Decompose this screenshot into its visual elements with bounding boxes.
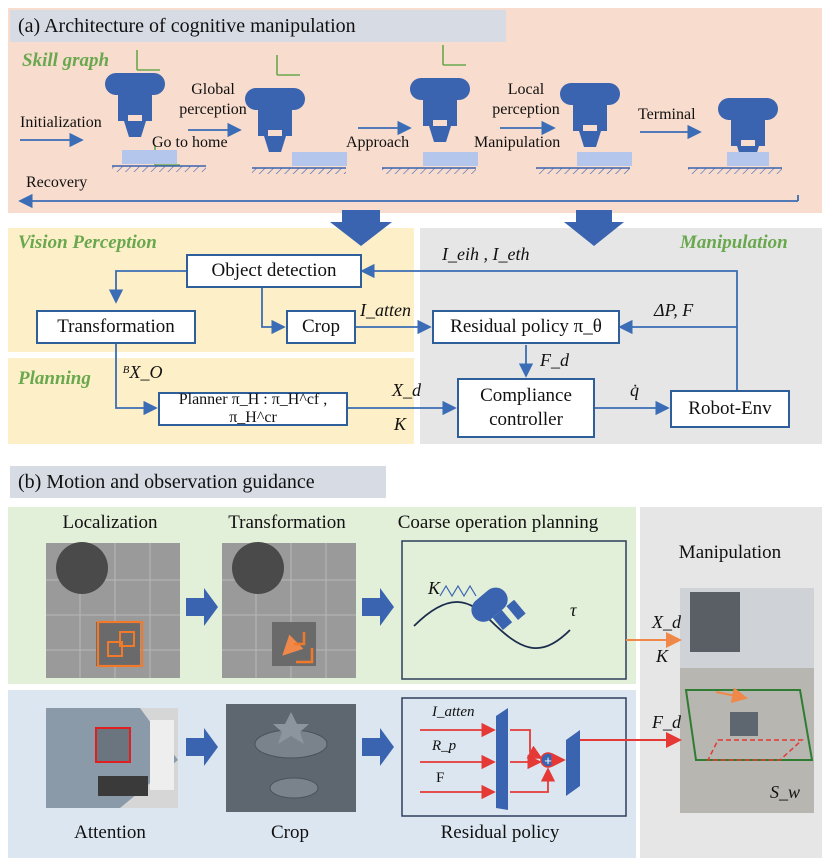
crop-box: Crop bbox=[286, 310, 356, 344]
label-local-perception: Local perception bbox=[492, 81, 560, 118]
vision-perception-title: Vision Perception bbox=[18, 232, 157, 253]
section-b-title: (b) Motion and observation guidance bbox=[10, 466, 386, 498]
label-global-perception: Global perception bbox=[179, 81, 247, 118]
label-initialization: Initialization bbox=[20, 114, 102, 131]
label-manipulation-step: Manipulation bbox=[474, 134, 561, 151]
i-eih-eth-label: I_eih , I_eth bbox=[442, 244, 530, 264]
k-input-label: K bbox=[656, 646, 669, 666]
skill-graph-title: Skill graph bbox=[22, 50, 110, 71]
i-atten-input-label: I_atten bbox=[432, 704, 475, 720]
xd-input-label: X_d bbox=[652, 612, 681, 632]
manipulation-image bbox=[680, 588, 814, 813]
blue-arrow-2 bbox=[362, 588, 394, 626]
attention-image bbox=[46, 708, 178, 808]
transformation-box: Transformation bbox=[36, 310, 196, 344]
xd-label: X_d bbox=[392, 380, 421, 400]
label-approach: Approach bbox=[346, 134, 410, 151]
bxo-label: ᴮX_O bbox=[122, 362, 163, 382]
fd-input-label: F_d bbox=[652, 712, 681, 732]
blue-arrow-1 bbox=[186, 588, 218, 626]
qdot-label: q̇ bbox=[630, 380, 639, 400]
caption-coarse-planning: Coarse operation planning bbox=[397, 512, 599, 533]
rp-input-label: R_p bbox=[432, 738, 457, 754]
crop-image bbox=[226, 704, 356, 812]
residual-policy-diagram: + bbox=[401, 697, 627, 817]
localization-image bbox=[46, 542, 180, 678]
manipulation-title: Manipulation bbox=[680, 232, 788, 253]
caption-crop: Crop bbox=[271, 822, 309, 843]
residual-policy-box: Residual policy π_θ bbox=[432, 310, 620, 344]
svg-text:+: + bbox=[544, 753, 552, 768]
transformation-image bbox=[222, 542, 356, 678]
caption-transformation: Transformation bbox=[228, 512, 346, 533]
label-terminal: Terminal bbox=[638, 106, 696, 123]
robot-env-box: Robot-Env bbox=[670, 390, 790, 428]
sw-label: S_w bbox=[770, 782, 801, 802]
tau-label: τ bbox=[570, 600, 577, 620]
k-spring-label: K bbox=[428, 578, 441, 598]
i-atten-label: I_atten bbox=[360, 300, 411, 320]
object-detection-box: Object detection bbox=[186, 254, 362, 288]
section-a-title: (a) Architecture of cognitive manipulati… bbox=[10, 10, 506, 42]
label-go-to-home: Go to home bbox=[152, 134, 228, 151]
k-label: K bbox=[394, 414, 407, 434]
f-input-label: F bbox=[436, 770, 445, 786]
section-a-graphics bbox=[18, 45, 799, 416]
dp-f-label: ΔP, F bbox=[654, 300, 694, 320]
fd-label: F_d bbox=[540, 350, 569, 370]
caption-attention: Attention bbox=[74, 822, 146, 843]
coarse-planning-diagram bbox=[401, 540, 627, 680]
planner-box: Planner π_H : π_H^cf , π_H^cr bbox=[158, 391, 348, 426]
label-recovery: Recovery bbox=[26, 174, 88, 191]
down-arrow-1 bbox=[330, 210, 392, 246]
blue-arrow-3 bbox=[186, 728, 218, 766]
blue-arrow-4 bbox=[362, 728, 394, 766]
planning-title: Planning bbox=[18, 368, 91, 389]
caption-manipulation: Manipulation bbox=[678, 542, 782, 563]
down-arrow-2 bbox=[564, 210, 624, 246]
compliance-controller-box: Compliance controller bbox=[457, 378, 595, 438]
caption-residual-policy: Residual policy bbox=[440, 822, 560, 843]
caption-localization: Localization bbox=[62, 512, 158, 533]
